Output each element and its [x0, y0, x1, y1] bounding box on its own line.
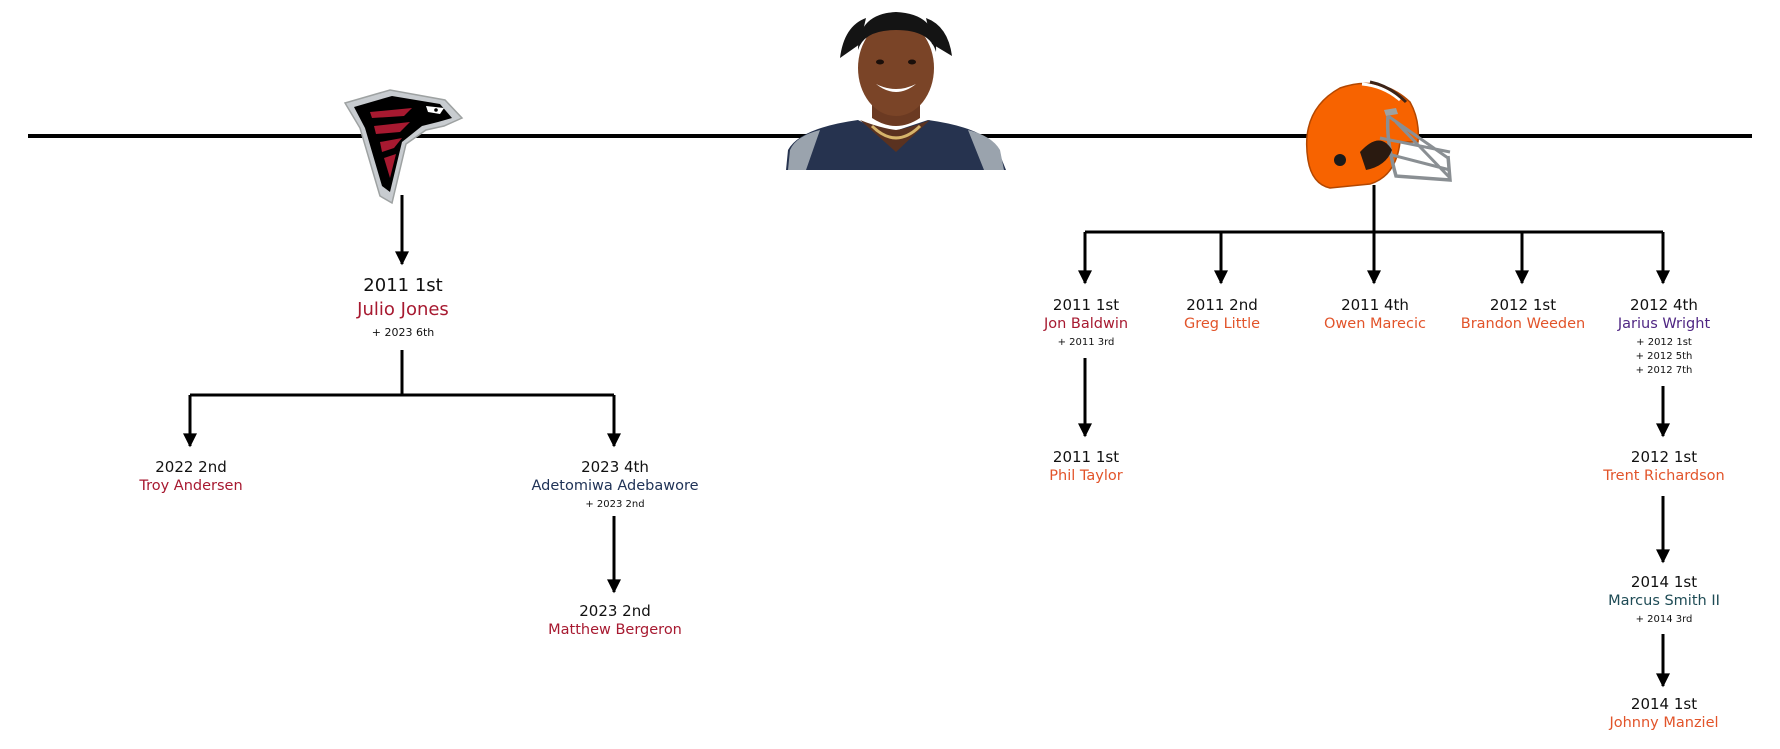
player-name: Greg Little	[1183, 316, 1261, 332]
extra-pick: + 2014 3rd	[1635, 614, 1693, 625]
pick-node-adetomiwa-adebawore: 2023 4th Adetomiwa Adebawore + 2023 2nd	[531, 458, 698, 512]
player-name: Jon Baldwin	[1043, 316, 1129, 332]
player-name: Trent Richardson	[1603, 468, 1725, 484]
player-name: Johnny Manziel	[1609, 715, 1719, 731]
pick-node-matthew-bergeron: 2023 2nd Matthew Bergeron	[548, 602, 682, 640]
extra-pick: + 2023 6th	[371, 326, 435, 339]
browns-helmet-icon	[1305, 80, 1452, 189]
pick-node-jon-baldwin: 2011 1st Jon Baldwin + 2011 3rd	[1044, 296, 1128, 350]
pick-node-marcus-smith-ii: 2014 1st Marcus Smith II + 2014 3rd	[1608, 573, 1720, 627]
pick-label: 2012 1st	[1630, 448, 1698, 466]
player-name: Marcus Smith II	[1608, 593, 1720, 609]
player-name: Jarius Wright	[1617, 316, 1711, 332]
extra-pick: + 2012 1st	[1636, 337, 1692, 348]
pick-node-greg-little: 2011 2nd Greg Little	[1184, 296, 1260, 334]
pick-label: 2022 2nd	[155, 458, 227, 476]
extra-pick: + 2012 5th	[1635, 351, 1693, 362]
player-name: Phil Taylor	[1049, 468, 1123, 484]
pick-node-johnny-manziel: 2014 1st Johnny Manziel	[1609, 695, 1718, 733]
pick-label: 2023 2nd	[579, 602, 651, 620]
player-name: Adetomiwa Adebawore	[531, 478, 699, 494]
player-name: Owen Marecic	[1324, 316, 1426, 332]
connectors	[183, 185, 1670, 688]
player-name: Matthew Bergeron	[548, 622, 682, 638]
extra-pick: + 2011 3rd	[1057, 337, 1115, 348]
player-name: Julio Jones	[357, 299, 449, 320]
pick-label: 2014 1st	[1630, 573, 1698, 591]
pick-node-jarius-wright: 2012 4th Jarius Wright + 2012 1st + 2012…	[1618, 296, 1710, 378]
pick-label: 2012 1st	[1489, 296, 1557, 314]
pick-label: 2011 4th	[1341, 296, 1409, 314]
pick-node-julio-jones: 2011 1st Julio Jones + 2023 6th	[357, 274, 449, 341]
player-name: Brandon Weeden	[1460, 316, 1586, 332]
extra-pick: + 2023 2nd	[585, 499, 645, 510]
pick-node-owen-marecic: 2011 4th Owen Marecic	[1324, 296, 1426, 334]
pick-node-trent-richardson: 2012 1st Trent Richardson	[1603, 448, 1724, 486]
pick-label: 2011 1st	[363, 275, 443, 296]
player-headshot	[786, 12, 1006, 170]
pick-node-brandon-weeden: 2012 1st Brandon Weeden	[1461, 296, 1586, 334]
falcons-logo-icon	[343, 89, 464, 205]
pick-node-phil-taylor: 2011 1st Phil Taylor	[1049, 448, 1122, 486]
pick-label: 2011 1st	[1052, 296, 1120, 314]
extra-pick: + 2012 7th	[1635, 365, 1693, 376]
pick-node-troy-andersen: 2022 2nd Troy Andersen	[139, 458, 242, 496]
pick-label: 2011 2nd	[1186, 296, 1258, 314]
pick-label: 2012 4th	[1630, 296, 1698, 314]
pick-label: 2023 4th	[581, 458, 649, 476]
pick-label: 2011 1st	[1052, 448, 1120, 466]
player-name: Troy Andersen	[139, 478, 243, 494]
pick-label: 2014 1st	[1630, 695, 1698, 713]
